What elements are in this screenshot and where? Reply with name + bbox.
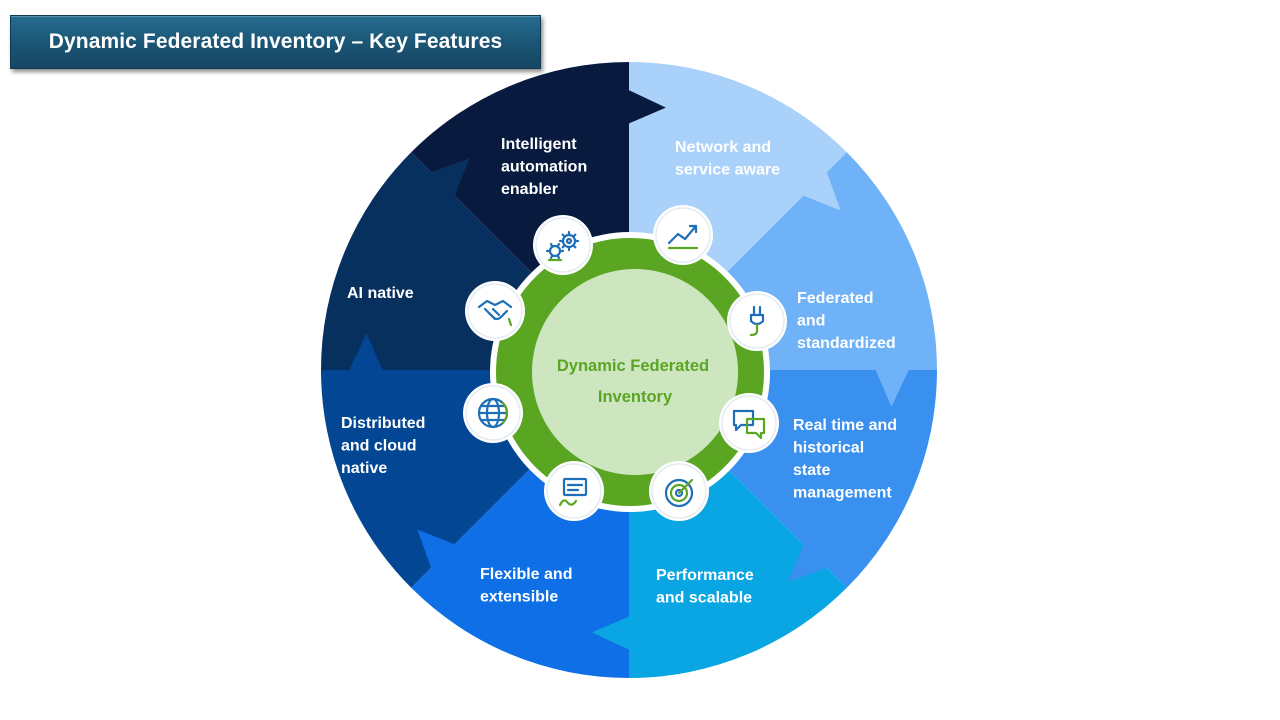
segment-label-line: Network and	[675, 139, 771, 156]
segment-notch	[417, 529, 472, 589]
segment-label-line: service aware	[675, 162, 780, 179]
globe-icon	[463, 383, 523, 443]
segment-label: Network and service aware	[675, 139, 780, 179]
page-title: Dynamic Federated Inventory – Key Featur…	[48, 30, 503, 53]
segment-label-line: management	[793, 485, 892, 502]
segment-label-line: automation	[501, 159, 587, 176]
segment-label-line: Federated	[797, 290, 873, 307]
segment-label-line: and cloud	[341, 438, 417, 455]
gears-icon	[533, 215, 593, 275]
segment-label-line: and	[797, 313, 825, 330]
title-banner: Dynamic Federated Inventory – Key Featur…	[10, 15, 541, 69]
segment-label: Performance and scalable	[656, 567, 754, 607]
connection-plug-icon	[727, 291, 787, 351]
segment-label-line: extensible	[480, 589, 558, 606]
segment-notch	[786, 151, 841, 211]
segment-notch	[592, 609, 650, 660]
chat-bubbles-icon	[719, 393, 779, 453]
segment-label-line: historical	[793, 440, 864, 457]
segment-label-line: enabler	[501, 181, 558, 198]
segment-notch	[788, 527, 848, 582]
segment-label-line: state	[793, 462, 830, 479]
target-icon	[649, 461, 709, 521]
segment-label-line: AI native	[347, 285, 414, 302]
segment-notch	[868, 349, 919, 407]
segment-label: Flexible and extensible	[480, 566, 572, 606]
segment-label-line: Performance	[656, 567, 754, 584]
segment-label-line: Flexible and	[480, 566, 572, 583]
icon-circle	[653, 205, 713, 265]
segment-label: Federated and standardized	[797, 290, 896, 352]
icon-circle	[727, 291, 787, 351]
handshake-icon	[465, 281, 525, 341]
center-title-line1: Dynamic Federated	[557, 357, 709, 375]
segment-label: Real time and historical state management	[793, 417, 897, 502]
segment-label-line: Distributed	[341, 415, 425, 432]
segment-label-line: standardized	[797, 335, 896, 352]
segment-label-line: and scalable	[656, 590, 752, 607]
segment-label-line: native	[341, 460, 387, 477]
segment-label: Distributed and cloud native	[341, 415, 425, 477]
document-edit-icon	[544, 461, 604, 521]
segment-label: AI native	[347, 285, 414, 302]
growth-chart-icon	[653, 205, 713, 265]
segment-label-line: Intelligent	[501, 136, 577, 153]
segment-notch	[410, 158, 470, 213]
segment-notch	[339, 333, 390, 391]
icon-circle	[533, 215, 593, 275]
center-disc	[532, 269, 738, 475]
center-title-line2: Inventory	[598, 388, 673, 406]
segment-label: Intelligent automation enabler	[501, 136, 587, 198]
icon-circle	[719, 393, 779, 453]
segment-label-line: Real time and	[793, 417, 897, 434]
